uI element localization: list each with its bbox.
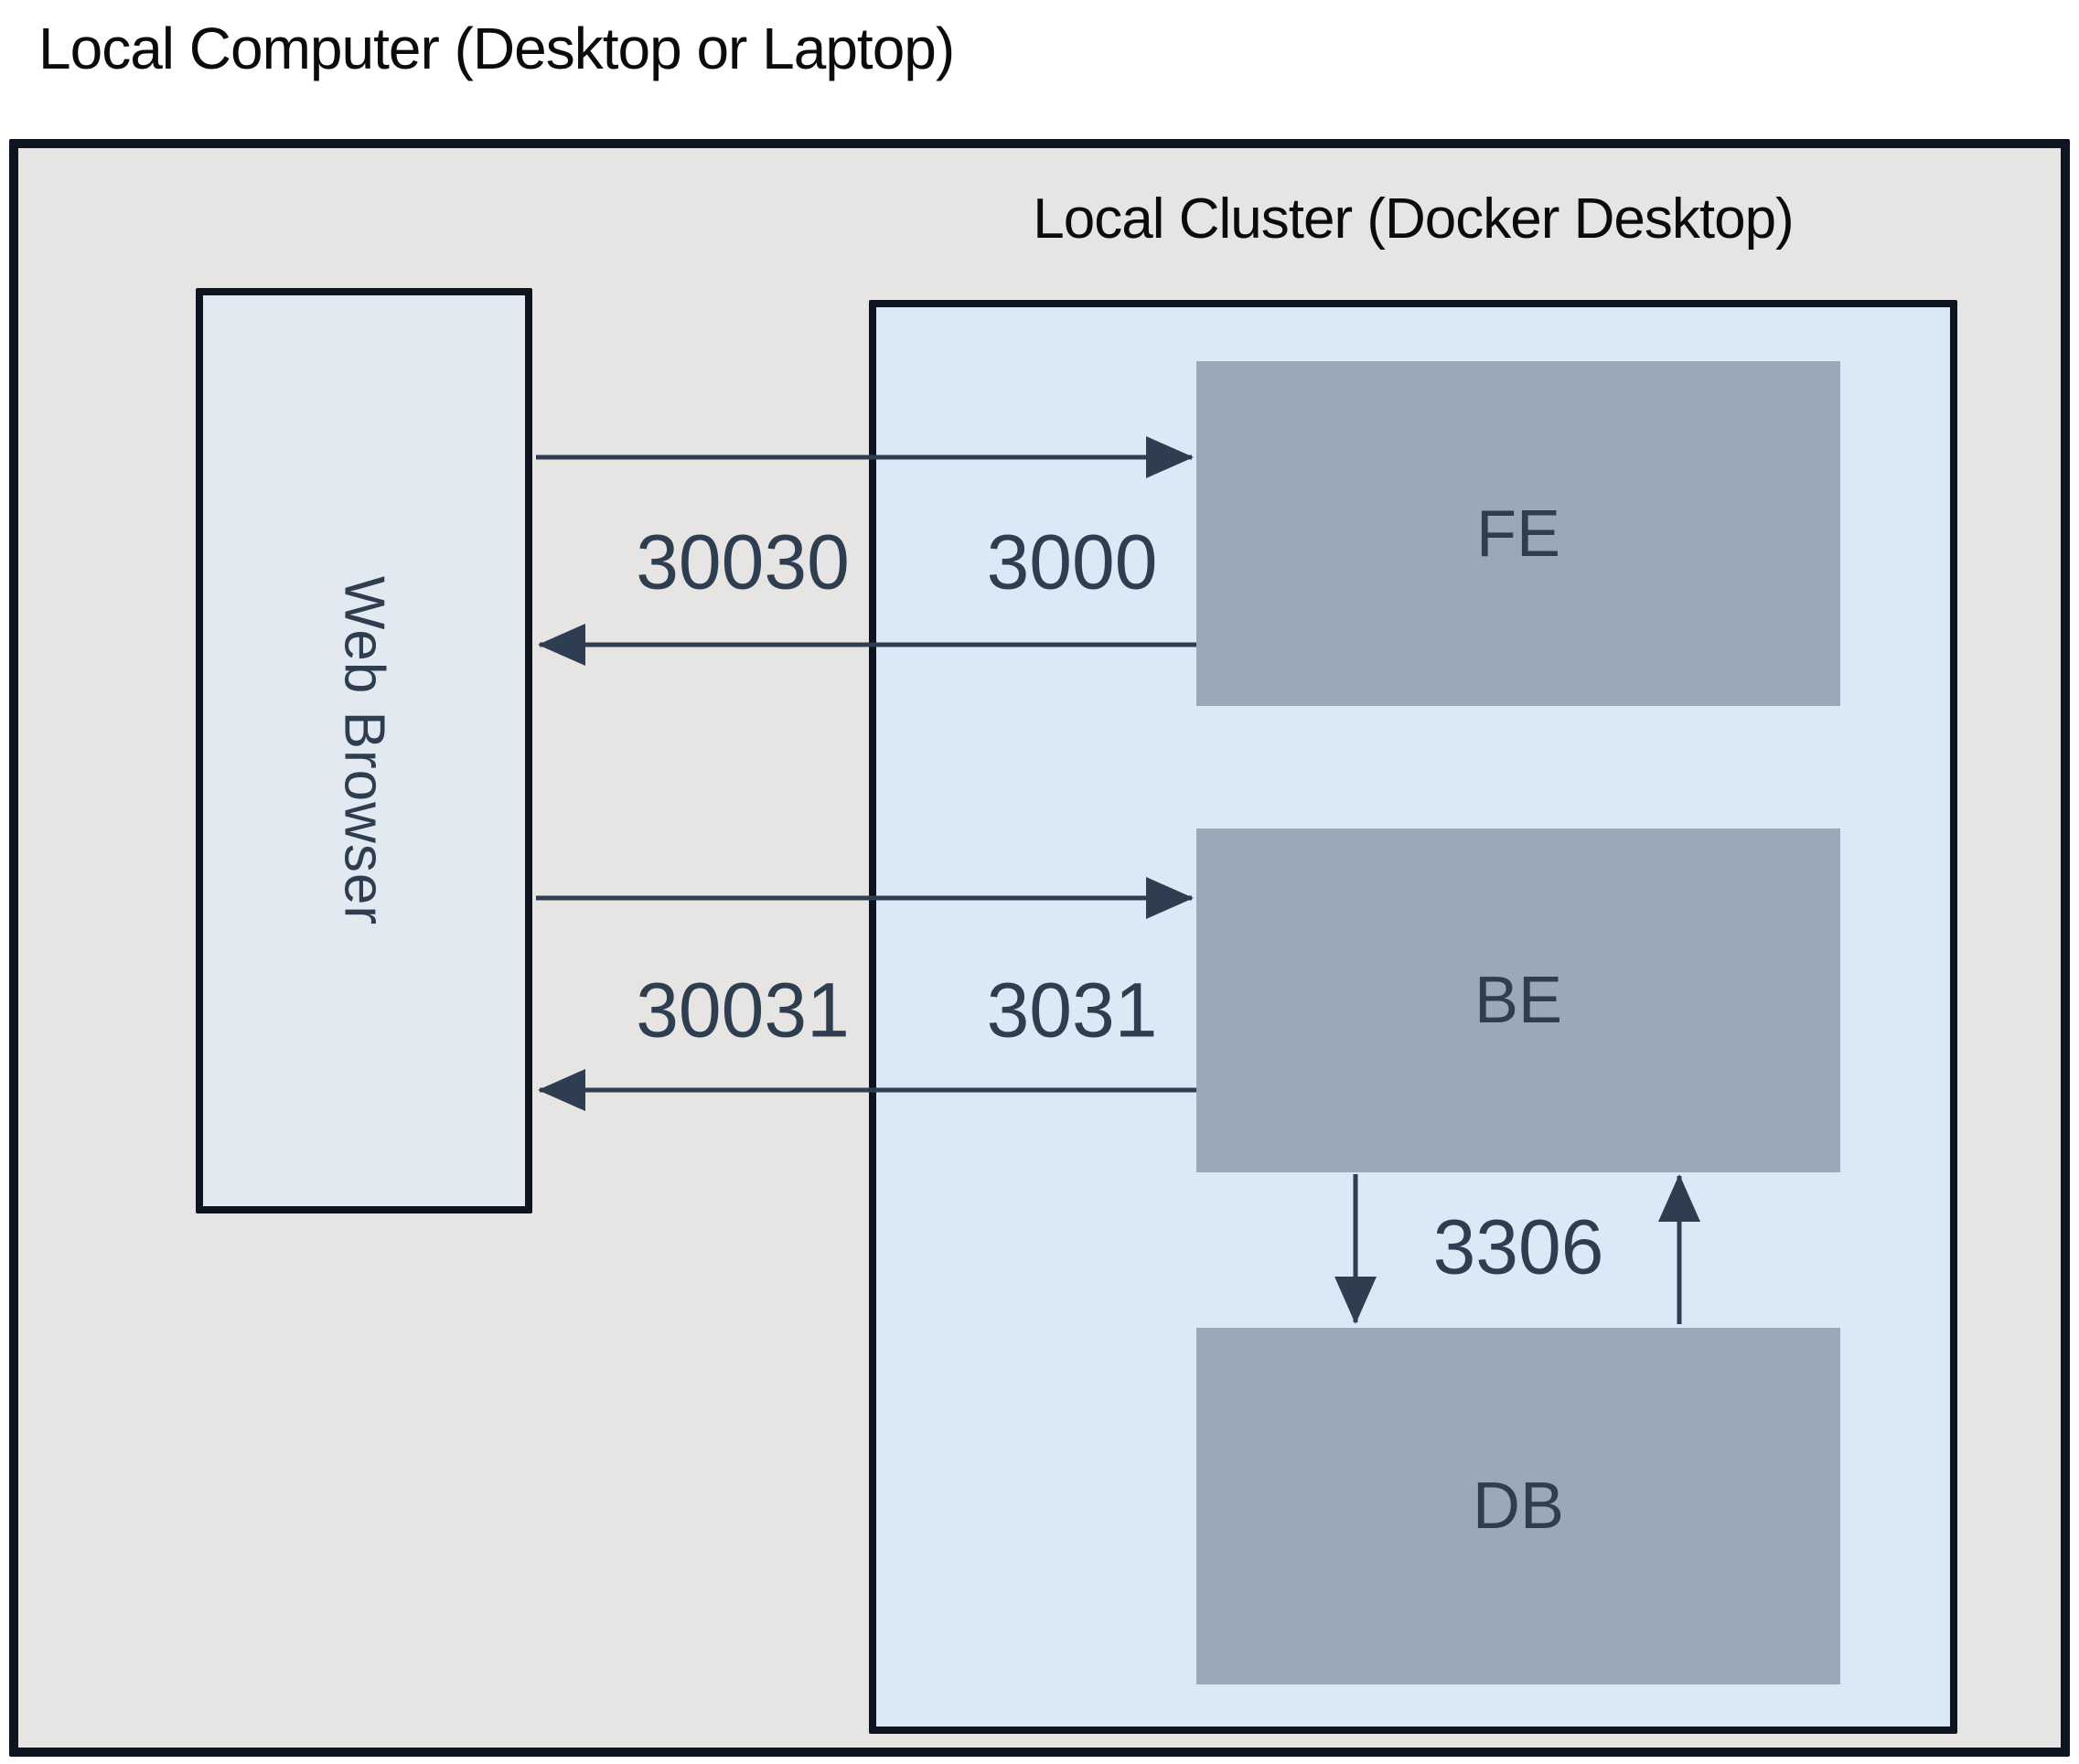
port-label-30030: 30030 (636, 519, 850, 605)
local-computer-title: Local Computer (Desktop or Laptop) (38, 16, 955, 81)
fe-label: FE (1475, 497, 1560, 571)
db-label: DB (1472, 1470, 1565, 1543)
port-label-3306: 3306 (1432, 1203, 1604, 1290)
port-label-3000: 3000 (986, 519, 1158, 605)
be-node: BE (1196, 829, 1840, 1172)
be-label: BE (1474, 964, 1563, 1037)
port-label-3031: 3031 (986, 967, 1158, 1053)
db-node: DB (1196, 1328, 1840, 1684)
fe-node: FE (1196, 361, 1840, 706)
web-browser-label: Web Browser (332, 576, 396, 925)
port-label-30031: 30031 (636, 967, 850, 1053)
local-cluster-title: Local Cluster (Docker Desktop) (1033, 187, 1794, 251)
web-browser-node: Web Browser (196, 288, 532, 1213)
